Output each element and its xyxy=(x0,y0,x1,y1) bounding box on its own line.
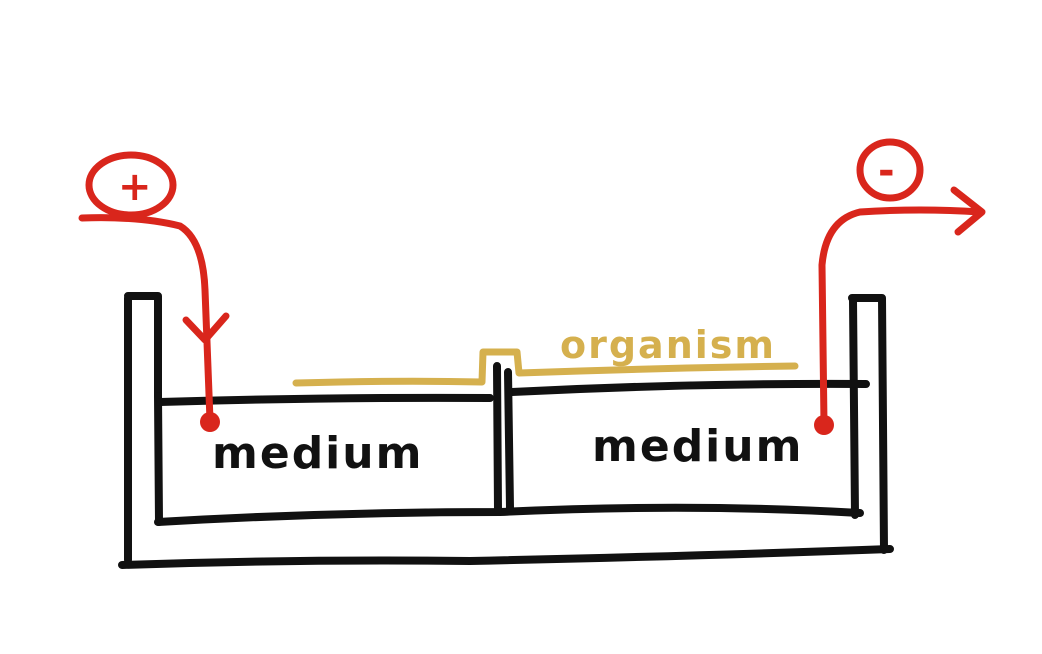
outer-container xyxy=(118,292,894,569)
outer-bottom xyxy=(118,545,894,569)
negative-wire xyxy=(818,206,984,428)
positive-electrode: + xyxy=(78,151,230,432)
medium-left-label: medium xyxy=(212,428,423,479)
negative-arrowhead xyxy=(950,186,986,236)
organism-label: organism xyxy=(560,323,776,367)
inner-tray xyxy=(154,362,870,526)
positive-sign: + xyxy=(118,164,152,210)
organism-strip: organism xyxy=(292,323,799,387)
inner-left-wall xyxy=(154,392,163,526)
organism-line xyxy=(292,348,799,387)
positive-electrode-dot xyxy=(200,412,220,432)
medium-right-label: medium xyxy=(592,421,803,472)
center-divider xyxy=(493,362,514,514)
negative-sign: - xyxy=(878,148,895,194)
negative-sign-circle xyxy=(856,138,924,202)
positive-arrowhead xyxy=(182,312,230,344)
positive-wire xyxy=(78,214,214,424)
medium-surface-line xyxy=(156,379,870,406)
outer-right-wall xyxy=(848,294,888,554)
outer-left-wall xyxy=(124,292,162,564)
positive-sign-circle xyxy=(85,151,177,219)
negative-electrode-dot xyxy=(814,415,834,435)
negative-electrode: - xyxy=(814,138,986,435)
